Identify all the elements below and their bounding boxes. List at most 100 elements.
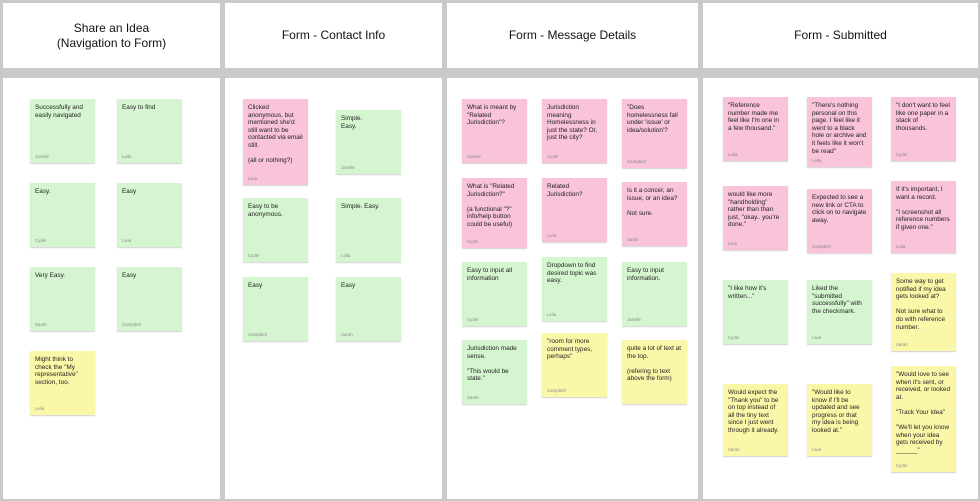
sticky-note[interactable]: "Reference number made me feel like I'm … — [723, 97, 788, 161]
note-author: Campbell — [122, 322, 141, 327]
column-header-submitted: Form - Submitted — [703, 3, 978, 68]
column-header-contact-info: Form - Contact Info — [225, 3, 442, 68]
sticky-note[interactable]: Related Jurisdiction? Livia — [542, 178, 607, 242]
note-author: Janelle — [467, 154, 481, 159]
note-author: Sarah — [896, 342, 908, 347]
note-author: Cydel — [547, 154, 559, 159]
note-text: "room for more comment types, perhaps" — [547, 338, 593, 361]
note-text: "There's nothing personal on this page. … — [812, 102, 867, 155]
note-author: Leila — [547, 312, 557, 317]
note-text: Easy to be anonymous. — [248, 203, 283, 218]
note-author: Cydel — [896, 463, 908, 468]
note-text: "Does homelessness fall under 'issue' or… — [627, 104, 678, 134]
note-text: Easy — [248, 282, 263, 289]
note-text: Simple. Easy. — [341, 115, 363, 130]
sticky-note[interactable]: Some way to get notified if my idea gets… — [891, 273, 956, 351]
note-text: Easy to input information. — [627, 267, 664, 282]
note-author: Campbell — [248, 332, 267, 337]
note-author: Sarah — [35, 322, 47, 327]
sticky-note[interactable]: "I don't want to feel like one paper in … — [891, 97, 956, 161]
sticky-note[interactable]: "I like how it's written..."Cydel — [723, 280, 788, 344]
sticky-note[interactable]: would like more "handholding" rather tha… — [723, 186, 788, 250]
note-text: Related Jurisdiction? — [547, 183, 583, 198]
note-author: Livia — [812, 447, 822, 452]
note-author: Livia — [248, 176, 258, 181]
note-text: "I like how it's written..." — [728, 285, 767, 300]
note-author: Janelle — [627, 317, 641, 322]
sticky-note[interactable]: "Would love to see when it's sent, or re… — [891, 366, 956, 472]
sticky-note[interactable]: Liked the "submitted successfully" with … — [807, 280, 872, 344]
note-author: Leila — [122, 154, 132, 159]
sticky-note[interactable]: Simple. Easy. Janelle — [336, 110, 401, 174]
note-author: Sarah — [341, 332, 353, 337]
sticky-note[interactable]: What is meant by "Related Jurisdiction"?… — [462, 99, 527, 163]
sticky-note[interactable]: "Would like to know if I'll be updated a… — [807, 384, 872, 456]
note-author: Cydel — [467, 239, 479, 244]
note-author: Leila — [812, 158, 822, 163]
sticky-note[interactable]: Clicked anonymous, but mentioned she'd s… — [243, 99, 308, 185]
note-author: Cydel — [896, 152, 908, 157]
note-text: "Reference number made me feel like I'm … — [728, 102, 779, 132]
sticky-note[interactable]: "room for more comment types, perhaps" Ca… — [542, 333, 607, 397]
sticky-note[interactable]: "There's nothing personal on this page. … — [807, 97, 872, 167]
note-text: "I don't want to feel like one paper in … — [896, 102, 950, 132]
note-author: Leila — [728, 152, 738, 157]
sticky-note[interactable]: Easy to be anonymous.Cydel — [243, 198, 308, 262]
note-author: Janelle — [341, 165, 355, 170]
note-text: Easy. — [35, 188, 51, 195]
note-author: Livia — [728, 241, 738, 246]
note-author: Sarah — [728, 447, 740, 452]
note-text: Easy to find — [122, 104, 156, 111]
note-text: Clicked anonymous, but mentioned she'd s… — [248, 104, 303, 165]
note-author: Livia — [812, 335, 822, 340]
sticky-note[interactable]: Easy. Cydel — [30, 183, 95, 247]
sticky-note[interactable]: Might think to check the "My representat… — [30, 351, 95, 415]
sticky-note[interactable]: Very Easy. Sarah — [30, 267, 95, 331]
sticky-note[interactable]: Jurisdiction meaning Homelessness in jus… — [542, 99, 607, 163]
note-author: Leila — [896, 244, 906, 249]
note-text: quite a lot of text at the top. (referin… — [627, 345, 681, 383]
sticky-note[interactable]: "Does homelessness fall under 'issue' or… — [622, 99, 687, 168]
note-text: If it's important, I want a record. "I s… — [896, 186, 950, 231]
note-text: Liked the "submitted successfully" with … — [812, 285, 862, 315]
sticky-note[interactable]: Expected to see a new link or CTA to cli… — [807, 189, 872, 253]
sticky-note[interactable]: Would expect the "Thank you" to be on to… — [723, 384, 788, 456]
sticky-note[interactable]: What is "Related Jurisdiction?" (a funct… — [462, 178, 527, 248]
note-author: Cydel — [467, 317, 479, 322]
sticky-note[interactable]: Simple. Easy.Leila — [336, 198, 401, 262]
sticky-note[interactable]: If it's important, I want a record. "I s… — [891, 181, 956, 253]
note-author: Leila — [341, 253, 351, 258]
sticky-note[interactable]: Jurisdiction made sense. "This would be … — [462, 340, 527, 404]
note-author: Livia — [122, 238, 132, 243]
sticky-note[interactable]: quite a lot of text at the top. (referin… — [622, 340, 687, 404]
note-author: Sarah — [467, 395, 479, 400]
note-text: Easy — [122, 188, 137, 195]
column-header-message-details: Form - Message Details — [447, 3, 698, 68]
note-author: Sarah — [627, 237, 639, 242]
note-author: Campbell — [547, 388, 566, 393]
note-text: Easy — [341, 282, 356, 289]
note-text: What is meant by "Related Jurisdiction"? — [467, 104, 517, 127]
note-text: Jurisdiction meaning Homelessness in jus… — [547, 104, 598, 142]
note-author: Livia — [547, 233, 557, 238]
note-text: What is "Related Jurisdiction?" (a funct… — [467, 183, 515, 228]
note-text: Some way to get notified if my idea gets… — [896, 278, 946, 331]
sticky-note[interactable]: Is it a concer, an issue, or an idea? No… — [622, 182, 687, 246]
note-text: Would expect the "Thank you" to be on to… — [728, 389, 779, 434]
note-text: "Would like to know if I'll be updated a… — [812, 389, 860, 434]
note-text: Might think to check the "My representat… — [35, 356, 78, 386]
note-text: Very Easy. — [35, 272, 66, 279]
note-text: "Would love to see when it's sent, or re… — [896, 371, 950, 454]
note-text: Easy — [122, 272, 137, 279]
note-text: Is it a concer, an issue, or an idea? No… — [627, 187, 678, 217]
note-author: Cydel — [35, 238, 47, 243]
sticky-note[interactable]: Dropdown to find desired topic was easy.… — [542, 257, 607, 321]
sticky-note[interactable]: Easy to input information. Janelle — [622, 262, 687, 326]
